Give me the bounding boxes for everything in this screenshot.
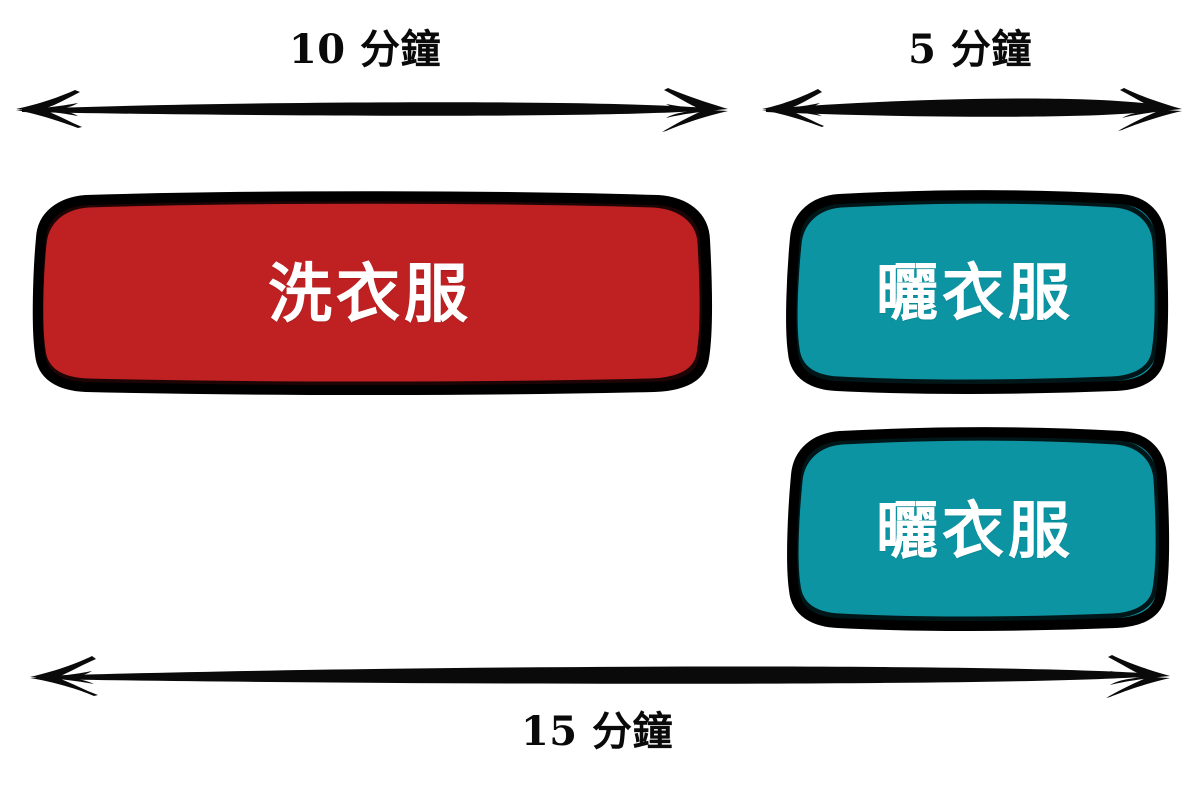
task-box-wash-clothes[interactable]: 洗衣服 <box>30 190 713 395</box>
task-label-wash-clothes: 洗衣服 <box>268 257 472 332</box>
task-label-dry-clothes-1: 曬衣服 <box>875 256 1074 329</box>
dry-box-1-fill <box>788 193 1162 387</box>
task-label-dry-clothes-2: 曬衣服 <box>875 494 1074 567</box>
wash-box-shape <box>32 191 713 395</box>
dry-box-2-outline-second-pass <box>793 435 1161 622</box>
task-box-dry-clothes-2[interactable]: 曬衣服 <box>783 426 1170 631</box>
wash-box-fill <box>35 194 706 388</box>
wash-box-outline-second-pass <box>38 198 705 387</box>
wash-box-outline <box>32 191 713 395</box>
dry-box-1-shape <box>786 190 1169 394</box>
dry-box-2-fill <box>789 430 1163 624</box>
task-box-dry-clothes-1[interactable]: 曬衣服 <box>783 188 1169 394</box>
double-arrow-15-minutes <box>30 655 1170 698</box>
dry-box-1-outline-second-pass <box>792 198 1160 385</box>
dimension-label-5-minutes: 5 分鐘 <box>908 26 1032 73</box>
dry-box-2-outline <box>787 427 1170 631</box>
double-arrow-10-minutes <box>16 88 728 132</box>
dry-box-2-shape <box>787 427 1170 631</box>
dry-box-1-outline <box>786 190 1169 394</box>
dimension-label-10-minutes: 10 分鐘 <box>288 26 442 73</box>
double-arrow-5-minutes <box>762 88 1182 131</box>
dimension-label-15-minutes: 15 分鐘 <box>520 708 674 755</box>
